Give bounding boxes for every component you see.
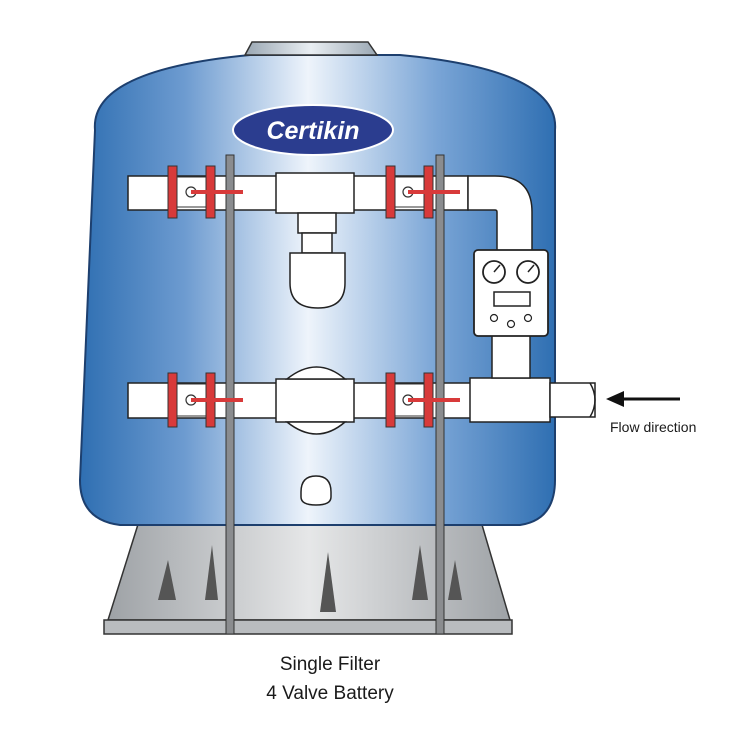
caption-line-1: Single Filter [279, 654, 381, 675]
filter-base [103, 517, 513, 635]
drain-plug [300, 475, 332, 506]
certikin-logo: Certikin [232, 104, 394, 156]
support-bar-right [435, 154, 445, 635]
top-cap [243, 41, 379, 56]
valve-bottom-right [385, 372, 460, 428]
flow-arrow-icon [606, 391, 680, 407]
gauge-panel [473, 249, 549, 337]
logo-text: Certikin [266, 117, 359, 145]
flow-direction-label: Flow direction [610, 419, 696, 435]
caption-line-2: 4 Valve Battery [266, 683, 394, 704]
valve-top-right [385, 165, 460, 219]
valve-bottom-left [167, 372, 243, 428]
display-screen [493, 291, 531, 307]
valve-top-left [167, 165, 243, 219]
support-bar-left [225, 154, 235, 635]
